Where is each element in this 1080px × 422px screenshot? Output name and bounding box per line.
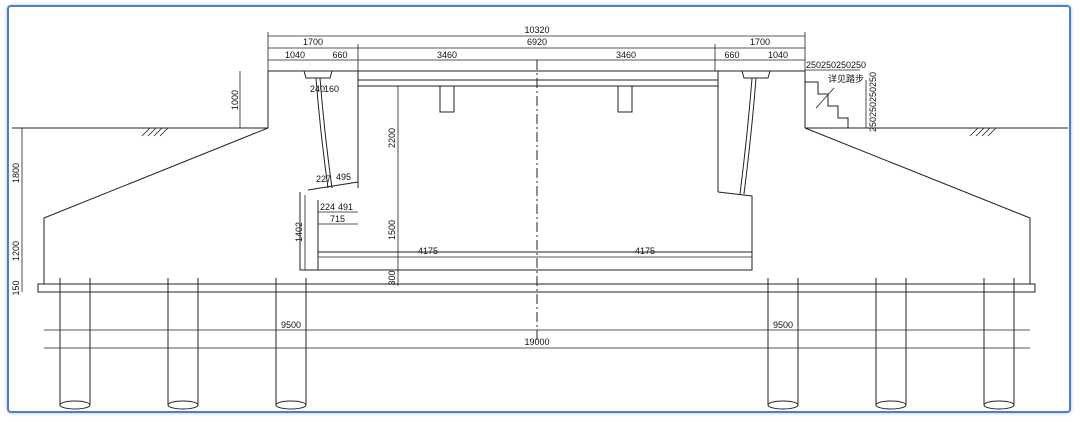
dim-inner-mid: 1500 <box>387 220 397 240</box>
pile <box>875 278 907 410</box>
dim-top-gap: 227 <box>316 174 331 184</box>
dim-steps-horizontal: 250250250250 <box>806 60 866 70</box>
dim-middle: 6920 <box>527 37 547 47</box>
dim-bot-total: 715 <box>330 214 345 224</box>
pile <box>59 278 91 410</box>
dim-left-half: 9500 <box>281 320 301 330</box>
dim-left-side: 1700 <box>303 37 323 47</box>
dim-inner-width-right: 4175 <box>635 246 655 256</box>
piles <box>59 278 1015 410</box>
dim-right-side: 1700 <box>750 37 770 47</box>
pile <box>167 278 199 410</box>
dim-seg: 3460 <box>437 50 457 60</box>
dim-steps-vertical: 250250250250 <box>868 72 878 132</box>
dim-total-width: 10320 <box>524 25 549 35</box>
pile <box>767 278 799 410</box>
dim-top-len: 495 <box>336 172 351 182</box>
dim-right-half: 9500 <box>773 320 793 330</box>
dim-seg: 660 <box>332 50 347 60</box>
structure-outline <box>37 70 1036 293</box>
drawing-frame <box>7 5 1071 413</box>
dim-gutter-a: 240 <box>310 84 325 94</box>
dim-base-wall: 1200 <box>11 241 21 261</box>
dim-inner-bot: 300 <box>387 270 397 285</box>
dim-seg: 660 <box>724 50 739 60</box>
dim-inner-width-left: 4175 <box>418 246 438 256</box>
ground-lines <box>12 127 1068 137</box>
dim-slab: 150 <box>11 280 21 295</box>
dim-inner-top: 2200 <box>387 128 397 148</box>
dim-bot-gap: 224 <box>320 202 335 212</box>
step-detail-note: 详见踏步 <box>828 73 864 84</box>
dim-seg: 1040 <box>285 50 305 60</box>
dim-slope: 1800 <box>11 163 21 183</box>
dim-gutter-b: 160 <box>324 84 339 94</box>
dimension-lines <box>21 32 1030 349</box>
dim-seg: 1040 <box>768 50 788 60</box>
dim-bot-len: 491 <box>338 202 353 212</box>
dim-total-span: 19000 <box>524 337 549 347</box>
pile <box>983 278 1015 410</box>
dim-1402: 1402 <box>294 222 304 242</box>
pile <box>275 278 307 410</box>
dim-curb: 1000 <box>230 90 240 110</box>
dim-seg: 3460 <box>616 50 636 60</box>
